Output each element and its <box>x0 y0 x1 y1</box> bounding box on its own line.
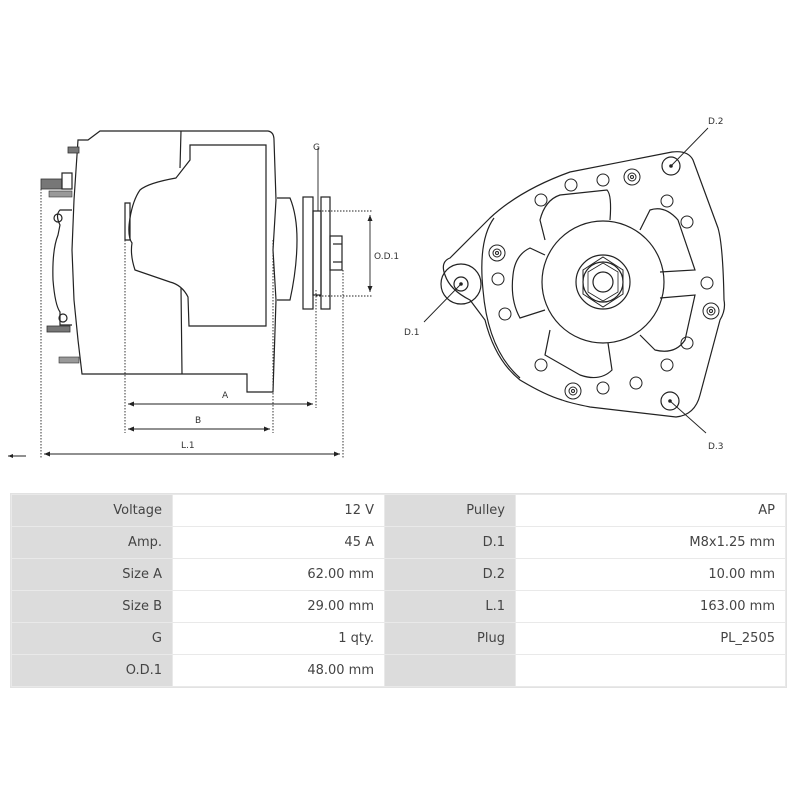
spec-label: Pulley <box>385 495 515 526</box>
spec-value: 10.00 mm <box>516 559 785 590</box>
spec-value: 48.00 mm <box>173 655 384 686</box>
spec-value: 12 V <box>173 495 384 526</box>
spec-value: 163.00 mm <box>516 591 785 622</box>
label-l1: L.1 <box>181 441 195 451</box>
spec-label: Size B <box>12 591 172 622</box>
spec-label <box>385 655 515 686</box>
technical-drawing: G O.D.1 A B L.1 <box>8 117 726 458</box>
spec-label: G <box>12 623 172 654</box>
alternator-front-view: D.2 D.3 D.1 <box>404 117 726 452</box>
label-d2: D.2 <box>708 117 724 127</box>
label-d1: D.1 <box>404 328 420 338</box>
spec-label: Amp. <box>12 527 172 558</box>
spec-value: 45 A <box>173 527 384 558</box>
label-a: A <box>222 391 229 401</box>
spec-value: PL_2505 <box>516 623 785 654</box>
table-row: Size B 29.00 mm L.1 163.00 mm <box>12 591 785 622</box>
table-row: Size A 62.00 mm D.2 10.00 mm <box>12 559 785 590</box>
spec-label: D.1 <box>385 527 515 558</box>
label-b: B <box>195 416 201 426</box>
spec-label: L.1 <box>385 591 515 622</box>
label-g: G <box>313 143 320 153</box>
spec-value: M8x1.25 mm <box>516 527 785 558</box>
table-row: G 1 qty. Plug PL_2505 <box>12 623 785 654</box>
spec-value: 62.00 mm <box>173 559 384 590</box>
spec-label: Plug <box>385 623 515 654</box>
spec-table: Voltage 12 V Pulley AP Amp. 45 A D.1 M8x… <box>10 493 787 688</box>
spec-value: AP <box>516 495 785 526</box>
table-row: Amp. 45 A D.1 M8x1.25 mm <box>12 527 785 558</box>
spec-value: 29.00 mm <box>173 591 384 622</box>
label-d3: D.3 <box>708 442 724 452</box>
spec-label: O.D.1 <box>12 655 172 686</box>
spec-label: D.2 <box>385 559 515 590</box>
label-od1: O.D.1 <box>374 252 399 262</box>
spec-label: Voltage <box>12 495 172 526</box>
spec-value: 1 qty. <box>173 623 384 654</box>
spec-label: Size A <box>12 559 172 590</box>
table-row: O.D.1 48.00 mm <box>12 655 785 686</box>
alternator-side-view: G O.D.1 A B L.1 <box>8 130 399 458</box>
spec-value <box>516 655 785 686</box>
table-row: Voltage 12 V Pulley AP <box>12 495 785 526</box>
